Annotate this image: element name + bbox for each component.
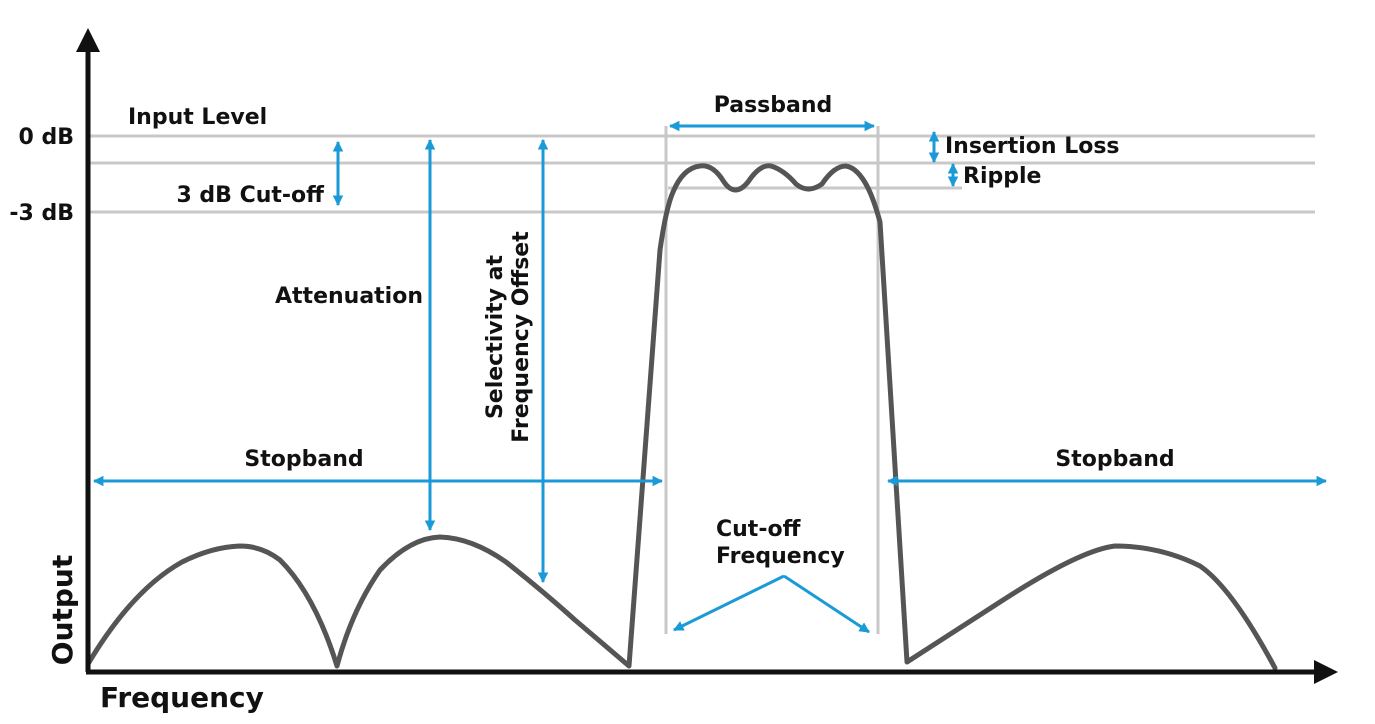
cutoff-3db-label: 3 dB Cut-off bbox=[176, 183, 325, 208]
input-level-label: Input Level bbox=[128, 105, 267, 130]
selectivity-label-line2: Frequency Offset bbox=[509, 231, 534, 443]
response-curve bbox=[85, 163, 1278, 671]
cutoff-frequency-label-line1: Cut-off bbox=[716, 517, 802, 542]
selectivity-label-line1: Selectivity at bbox=[483, 254, 508, 419]
y-tick-minus-3db: -3 dB bbox=[9, 201, 74, 226]
x-axis-arrow bbox=[1314, 660, 1338, 684]
cutoff-frequency-arrow-right bbox=[783, 574, 870, 634]
cutoff-frequency-label-line2: Frequency bbox=[716, 544, 845, 569]
x-axis-label: Frequency bbox=[100, 681, 264, 714]
attenuation-label: Attenuation bbox=[275, 284, 423, 309]
passband-label: Passband bbox=[714, 93, 833, 118]
y-axis-label: Output bbox=[46, 555, 79, 665]
ripple-label: Ripple bbox=[963, 164, 1041, 189]
stopband-right-label: Stopband bbox=[1055, 447, 1174, 472]
cutoff-frequency-arrow-left bbox=[673, 574, 785, 632]
stopband-left-label: Stopband bbox=[244, 447, 363, 472]
insertion-loss-label: Insertion Loss bbox=[945, 134, 1120, 159]
y-tick-0db: 0 dB bbox=[19, 125, 74, 150]
y-axis-arrow bbox=[76, 28, 100, 52]
